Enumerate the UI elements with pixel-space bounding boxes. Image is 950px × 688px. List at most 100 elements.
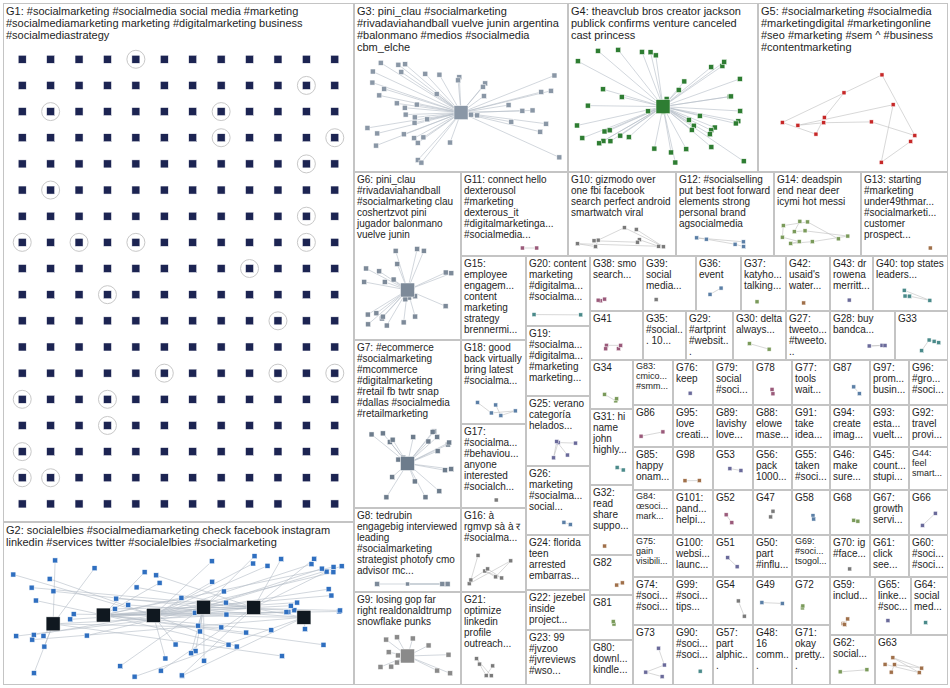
edge-line	[881, 141, 910, 162]
vertex-icon	[103, 317, 111, 325]
vertex-icon	[697, 479, 701, 483]
group-label: G67: growth servi...	[873, 492, 903, 525]
vertex-icon	[331, 369, 339, 377]
group-box: G2: socialelbies #socialmediamarketing c…	[3, 522, 354, 685]
group-box: G31: hi name john highly...	[590, 409, 633, 485]
vertex-icon	[189, 500, 197, 508]
group-label: G39: social media...	[646, 258, 682, 291]
group-label: G4: theavclub bros creator jackson publi…	[571, 5, 741, 41]
vertex-icon	[302, 265, 310, 273]
vertex-circle	[241, 260, 259, 278]
group-label: G65: linke... #soc...	[878, 579, 907, 612]
vertex-icon	[708, 292, 712, 296]
vertex-icon	[160, 186, 168, 194]
group-label: G35: #social... 10...	[646, 313, 683, 346]
group-graph	[596, 297, 606, 303]
group-graph	[780, 73, 916, 164]
edge-line	[103, 567, 333, 615]
edge-line	[376, 113, 461, 146]
edge-line	[461, 113, 540, 132]
group-label: G21: optimize linkedin profile outreach.…	[464, 594, 511, 649]
group-graph	[575, 226, 665, 249]
vertex-icon	[160, 160, 168, 168]
group-label: G73	[636, 627, 655, 638]
group-box: G28: buy bandca...	[830, 311, 895, 360]
group-graph	[920, 511, 937, 527]
vertex-icon	[468, 112, 473, 117]
vertex-icon	[689, 127, 694, 132]
edge-line	[534, 314, 581, 315]
group-label: G1: #socialmarketing #socialmedia social…	[6, 5, 303, 41]
vertex-icon	[891, 103, 895, 107]
edge-line	[53, 568, 94, 624]
vertex-icon	[380, 431, 385, 436]
vertex-icon	[532, 313, 536, 317]
vertex-icon	[476, 400, 480, 404]
vertex-icon	[312, 556, 317, 561]
group-graph	[883, 656, 924, 675]
vertex-icon	[555, 440, 559, 444]
vertex-icon	[660, 675, 664, 679]
vertex-icon	[928, 246, 932, 250]
group-box: G17: #socialma... #behaviou... anyone in…	[461, 424, 526, 508]
group-label: G64: social med...	[914, 579, 942, 612]
vertex-icon	[189, 55, 197, 63]
vertex-icon	[46, 617, 60, 631]
group-graph	[886, 619, 890, 623]
group-label: G74: #soci... #soci...	[636, 579, 668, 612]
vertex-icon	[414, 102, 419, 107]
group-box: G43: dr rowena merritt...	[830, 256, 873, 311]
vertex-icon	[846, 617, 850, 621]
group-box: G32: read share suppo...	[590, 485, 633, 555]
vertex-icon	[669, 150, 674, 155]
vertex-icon	[369, 432, 374, 437]
edge-line	[824, 93, 844, 118]
edge-line	[663, 66, 722, 107]
group-graph	[769, 509, 775, 519]
group-label: G28: buy bandca...	[833, 313, 874, 335]
group-box: G26: marketing #socialma... social...	[526, 466, 590, 535]
vertex-icon	[302, 160, 310, 168]
group-box: G62: social...	[830, 635, 875, 685]
vertex-icon	[18, 134, 26, 142]
edge-line	[381, 63, 461, 113]
vertex-icon	[246, 55, 254, 63]
vertex-icon	[274, 81, 282, 89]
vertex-icon	[75, 238, 83, 246]
vertex-icon	[924, 621, 928, 625]
edge-line	[398, 65, 461, 113]
group-box: G52	[713, 490, 753, 535]
vertex-icon	[302, 212, 310, 220]
vertex-icon	[891, 656, 895, 660]
vertex-icon	[443, 270, 448, 275]
group-box: G57: part alphic...	[713, 625, 753, 685]
group-box: G81	[590, 595, 633, 640]
group-box: G34	[590, 360, 633, 409]
vertex-icon	[189, 448, 197, 456]
vertex-icon	[210, 579, 215, 584]
vertex-icon	[274, 500, 282, 508]
group-box: G74: #soci... #soci...	[633, 577, 673, 625]
group-label: G46: make sure...	[833, 449, 861, 482]
vertex-icon	[513, 409, 517, 413]
group-label: G70: ig #face...	[833, 537, 866, 559]
group-label: G53	[716, 449, 735, 460]
group-label: G86	[636, 407, 655, 418]
edge-line	[367, 113, 461, 128]
vertex-icon	[173, 642, 178, 647]
edge-line	[651, 52, 663, 106]
group-box: G76: keep	[673, 360, 713, 405]
vertex-icon	[331, 448, 339, 456]
vertex-icon	[478, 662, 482, 666]
edge-line	[578, 61, 663, 106]
edge-line	[824, 121, 872, 123]
vertex-icon	[448, 671, 453, 676]
vertex-icon	[75, 291, 83, 299]
vertex-icon	[810, 240, 814, 244]
edge-line	[663, 62, 724, 107]
edge-line	[408, 584, 443, 585]
group-label: G45: count... stupi...	[873, 449, 906, 482]
group-graph	[726, 556, 739, 569]
group-graph	[736, 599, 746, 618]
group-label: G89: lavishy love...	[716, 407, 747, 440]
